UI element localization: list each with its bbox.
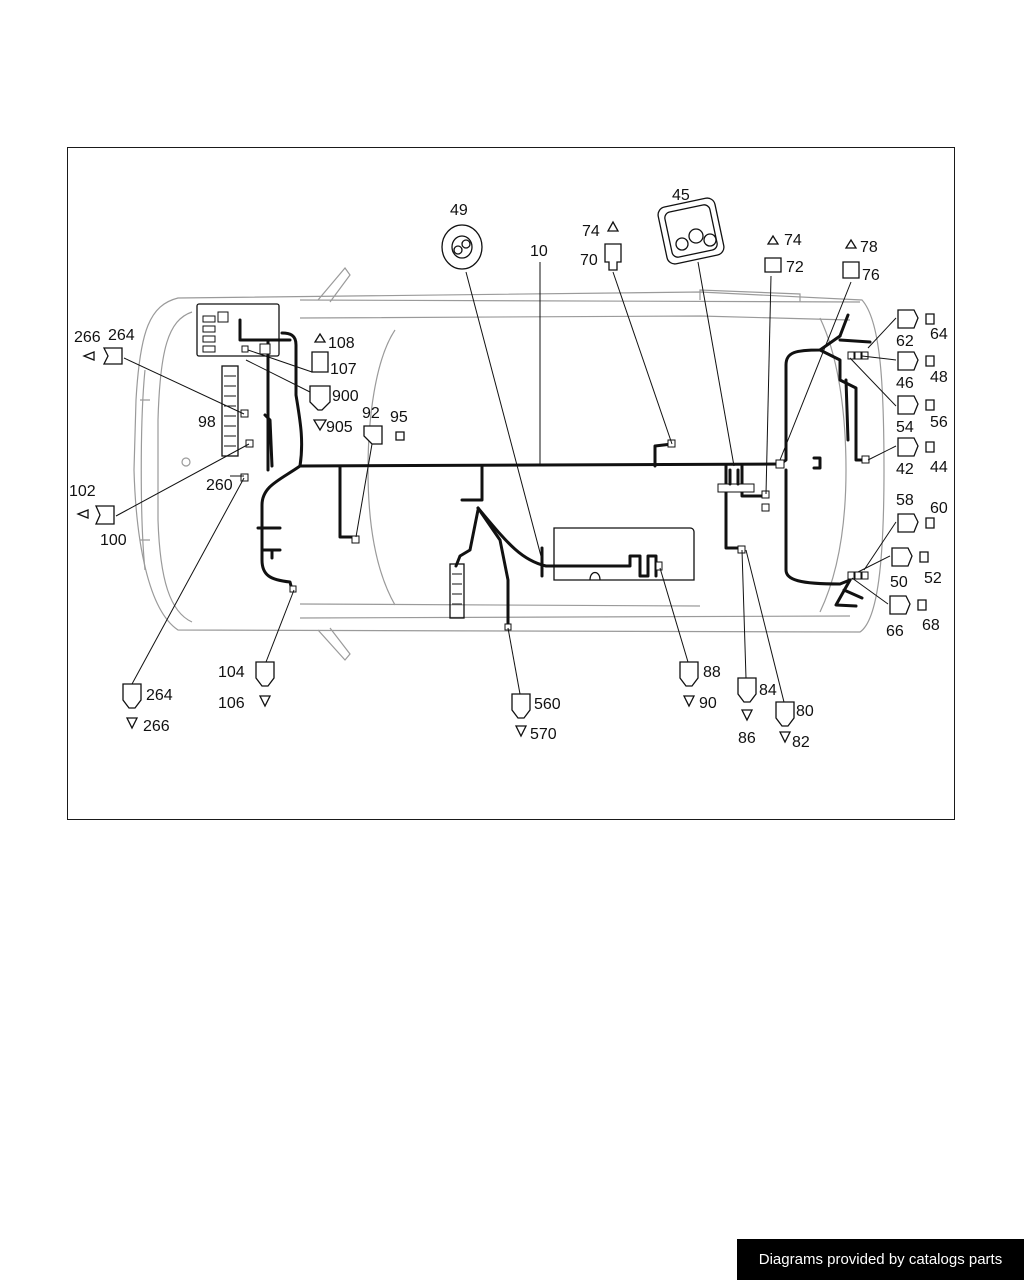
- callout-56: 56: [930, 414, 948, 431]
- callout-68: 68: [922, 617, 940, 634]
- diagram-frame: [67, 147, 955, 820]
- callout-266: 266: [143, 718, 170, 735]
- callout-264: 264: [146, 687, 173, 704]
- callout-49: 49: [450, 202, 468, 219]
- callout-42: 42: [896, 461, 914, 478]
- callout-905: 905: [326, 419, 353, 436]
- callout-80: 80: [796, 703, 814, 720]
- callout-62: 62: [896, 333, 914, 350]
- callout-72: 72: [786, 259, 804, 276]
- leader-lines: [115, 261, 897, 703]
- callout-900: 900: [332, 388, 359, 405]
- part-45-switch-panel: [657, 197, 725, 265]
- callout-60: 60: [930, 500, 948, 517]
- connector-symbols: [76, 220, 935, 744]
- main-harness: [238, 313, 872, 628]
- callout-66: 66: [886, 623, 904, 640]
- callout-560: 560: [534, 696, 561, 713]
- callout-264: 264: [108, 327, 135, 344]
- callout-104: 104: [218, 664, 245, 681]
- callout-52: 52: [924, 570, 942, 587]
- callout-48: 48: [930, 369, 948, 386]
- callout-92: 92: [362, 405, 380, 422]
- callout-45: 45: [672, 187, 690, 204]
- callout-102: 102: [69, 483, 96, 500]
- callout-88: 88: [703, 664, 721, 681]
- callout-100: 100: [100, 532, 127, 549]
- callout-86: 86: [738, 730, 756, 747]
- callout-82: 82: [792, 734, 810, 751]
- callout-98: 98: [198, 414, 216, 431]
- callout-78: 78: [860, 239, 878, 256]
- callout-90: 90: [699, 695, 717, 712]
- callout-10: 10: [530, 243, 548, 260]
- callout-44: 44: [930, 459, 948, 476]
- callout-107: 107: [330, 361, 357, 378]
- callout-54: 54: [896, 419, 914, 436]
- credit-badge: Diagrams provided by catalogs parts: [737, 1239, 1024, 1280]
- callout-106: 106: [218, 695, 245, 712]
- callout-46: 46: [896, 375, 914, 392]
- vehicle-outline: [133, 267, 885, 661]
- callout-50: 50: [890, 574, 908, 591]
- callout-labels: 10 45 49 74 70 74 72 78 76 266 264 108 1…: [69, 187, 948, 751]
- callout-64: 64: [930, 326, 948, 343]
- callout-95: 95: [390, 409, 408, 426]
- callout-570: 570: [530, 726, 557, 743]
- fuse-and-relay-modules: [196, 303, 755, 619]
- callout-70: 70: [580, 252, 598, 269]
- callout-74: 74: [784, 232, 802, 249]
- part-49-round-unit: [441, 224, 483, 270]
- callout-266: 266: [74, 329, 101, 346]
- callout-74: 74: [582, 223, 600, 240]
- callout-260: 260: [206, 477, 233, 494]
- callout-108: 108: [328, 335, 355, 352]
- callout-84: 84: [759, 682, 777, 699]
- callout-58: 58: [896, 492, 914, 509]
- callout-76: 76: [862, 267, 880, 284]
